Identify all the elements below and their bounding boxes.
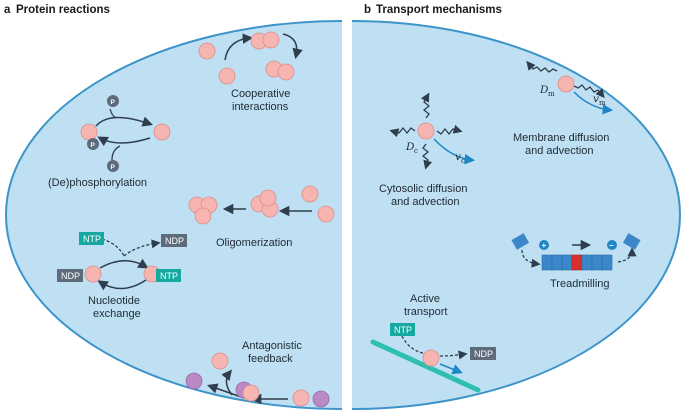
- cytosolic-label-2: and advection: [391, 196, 460, 208]
- ntp-tag: [156, 269, 181, 282]
- phosphorylation-label: (De)phosphorylation: [48, 177, 147, 189]
- ntp-tag: [79, 232, 104, 245]
- protein: [292, 389, 310, 407]
- active-transport: NTP NDP Active transport: [370, 293, 496, 393]
- ndp-tag-label: NDP: [61, 271, 80, 281]
- protein: [84, 265, 102, 283]
- ndp-tag: [470, 347, 496, 360]
- ndp-tag-label: NDP: [165, 236, 184, 246]
- ntp-tag: [390, 323, 415, 336]
- purple-protein: [185, 372, 203, 390]
- minus-end-icon: [607, 240, 617, 250]
- filament-monomer-marked: [571, 254, 583, 271]
- nucleotide-label-1: Nucleotide: [88, 295, 140, 307]
- antagonistic-label-1: Antagonistic: [242, 340, 302, 352]
- ndp-tag: [57, 269, 83, 282]
- protein: [198, 42, 216, 60]
- purple-protein: [312, 390, 330, 408]
- filament-monomer: [511, 233, 530, 250]
- phosphate-label: P: [111, 99, 116, 106]
- active-transport-label-2: transport: [404, 306, 447, 318]
- cooperative-label-2: interactions: [232, 101, 289, 113]
- membrane-diffusion: D m v m Membrane diffusion and advection: [513, 60, 614, 157]
- treadmilling: + − Treadmilling: [511, 233, 641, 290]
- oligomerization: Oligomerization: [188, 185, 335, 249]
- phosphate-label: P: [91, 142, 96, 149]
- phosphate-icon: [87, 138, 99, 150]
- treadmilling-label: Treadmilling: [550, 278, 610, 290]
- oligomerization-label: Oligomerization: [216, 237, 292, 249]
- ntp-tag-label: NTP: [160, 271, 178, 281]
- membrane-label-1: Membrane diffusion: [513, 132, 609, 144]
- ndp-tag: [161, 234, 187, 247]
- panel-b-title: Transport mechanisms: [376, 4, 502, 16]
- protein: [194, 207, 212, 225]
- cytosolic-d-var: D: [405, 141, 415, 153]
- protein: [557, 75, 575, 93]
- protein: [301, 185, 319, 203]
- protein: [262, 31, 280, 49]
- cytosolic-d-sub: c: [414, 147, 418, 155]
- cytosolic-diffusion: D c v c Cytosolic diffusion and advectio…: [379, 92, 476, 208]
- ntp-tag-label: NTP: [394, 325, 412, 335]
- plus-end-label: +: [542, 241, 547, 250]
- protein: [80, 123, 98, 141]
- nucleotide-exchange: NTP NDP NDP NTP Nucleotide exchange: [57, 232, 187, 320]
- motor-protein: [422, 349, 440, 367]
- protein: [218, 67, 236, 85]
- cooperative-interactions: Cooperative interactions: [198, 31, 303, 113]
- cell-left-half: [5, 20, 342, 410]
- membrane-d-var: D: [539, 84, 549, 96]
- protein: [153, 123, 171, 141]
- phosphate-label: P: [111, 164, 116, 171]
- panel-a-letter: a: [4, 4, 11, 16]
- membrane-label-2: and advection: [525, 145, 594, 157]
- cytosolic-v-var: v: [455, 151, 461, 163]
- dephosphorylation: P P P (De)phosphorylation: [48, 95, 171, 189]
- filament-monomer: [551, 254, 563, 271]
- minus-end-label: −: [609, 241, 614, 250]
- ndp-tag-label: NDP: [474, 349, 493, 359]
- active-transport-label-1: Active: [410, 293, 440, 305]
- panel-b-letter: b: [364, 4, 371, 16]
- filament-monomer: [591, 254, 603, 271]
- cytosolic-v-sub: c: [461, 157, 465, 165]
- phosphate-icon: [107, 95, 119, 107]
- antagonistic-label-2: feedback: [248, 353, 293, 365]
- cytosolic-label-1: Cytosolic diffusion: [379, 183, 467, 195]
- filament-monomer: [541, 254, 553, 271]
- plus-end-icon: [539, 240, 549, 250]
- protein: [211, 352, 229, 370]
- protein: [417, 122, 435, 140]
- membrane-v-var: v: [593, 93, 599, 105]
- filament-monomer: [581, 254, 593, 271]
- filament-monomer: [601, 254, 613, 271]
- ntp-tag-label: NTP: [83, 234, 101, 244]
- filament-monomer: [561, 254, 573, 271]
- cooperative-label-1: Cooperative: [231, 88, 290, 100]
- phosphate-icon: [107, 160, 119, 172]
- protein: [317, 205, 335, 223]
- membrane-d-sub: m: [548, 90, 555, 98]
- panel-a-title: Protein reactions: [16, 4, 110, 16]
- membrane-track: [370, 339, 481, 393]
- antagonistic-feedback: Antagonistic feedback: [185, 340, 330, 408]
- protein: [242, 384, 260, 402]
- cell-right-half: [352, 20, 681, 410]
- filament-monomer: [622, 233, 641, 250]
- membrane-v-sub: m: [599, 99, 606, 107]
- protein: [277, 63, 295, 81]
- protein: [259, 189, 277, 207]
- nucleotide-label-2: exchange: [93, 308, 141, 320]
